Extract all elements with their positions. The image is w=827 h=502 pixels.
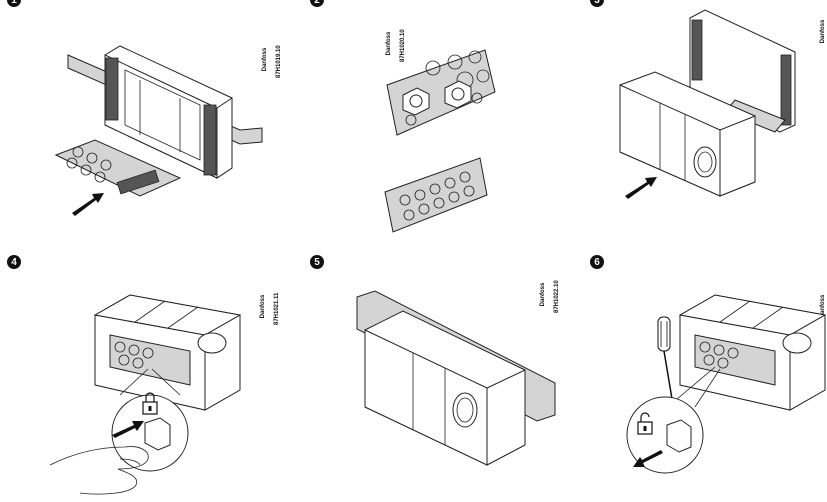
step-3-badge: 3 bbox=[590, 0, 604, 7]
step-6-badge: 6 bbox=[590, 255, 604, 269]
arrow-icon bbox=[625, 177, 657, 199]
step-3-illustration bbox=[619, 9, 796, 199]
step-5-illustration bbox=[356, 290, 556, 466]
step-4-illustration bbox=[49, 294, 242, 495]
arrow-icon bbox=[72, 193, 104, 216]
step-5-badge: 5 bbox=[310, 255, 324, 269]
step-2-badge: 2 bbox=[310, 0, 324, 7]
screwdriver-icon bbox=[657, 316, 674, 406]
step-4-badge: 4 bbox=[7, 255, 21, 269]
step-2-illustration bbox=[384, 49, 496, 233]
padlock-closed-icon bbox=[142, 392, 158, 415]
hand-icon bbox=[49, 446, 149, 495]
step-1-illustration bbox=[54, 45, 263, 216]
step-1-panel: 1 Danfoss 87H1019.10 bbox=[0, 0, 282, 250]
step-6-illustration bbox=[626, 294, 827, 474]
step-2-panel: 2 Danfoss 87H1020.10 bbox=[305, 0, 555, 250]
arrow-icon bbox=[112, 421, 144, 438]
step-4-panel: 4 Danfoss 87H1021.11 bbox=[0, 255, 280, 502]
step-1-badge: 1 bbox=[7, 0, 21, 7]
step-6-panel: 6 Danfoss 87H1023.11 bbox=[585, 255, 827, 502]
step-5-panel: 5 Danfoss 87H1022.10 bbox=[305, 255, 560, 502]
padlock-open-icon bbox=[637, 412, 653, 435]
arrow-icon bbox=[633, 450, 663, 467]
step-3-panel: 3 Danfoss 87H1020.11 bbox=[585, 0, 827, 250]
